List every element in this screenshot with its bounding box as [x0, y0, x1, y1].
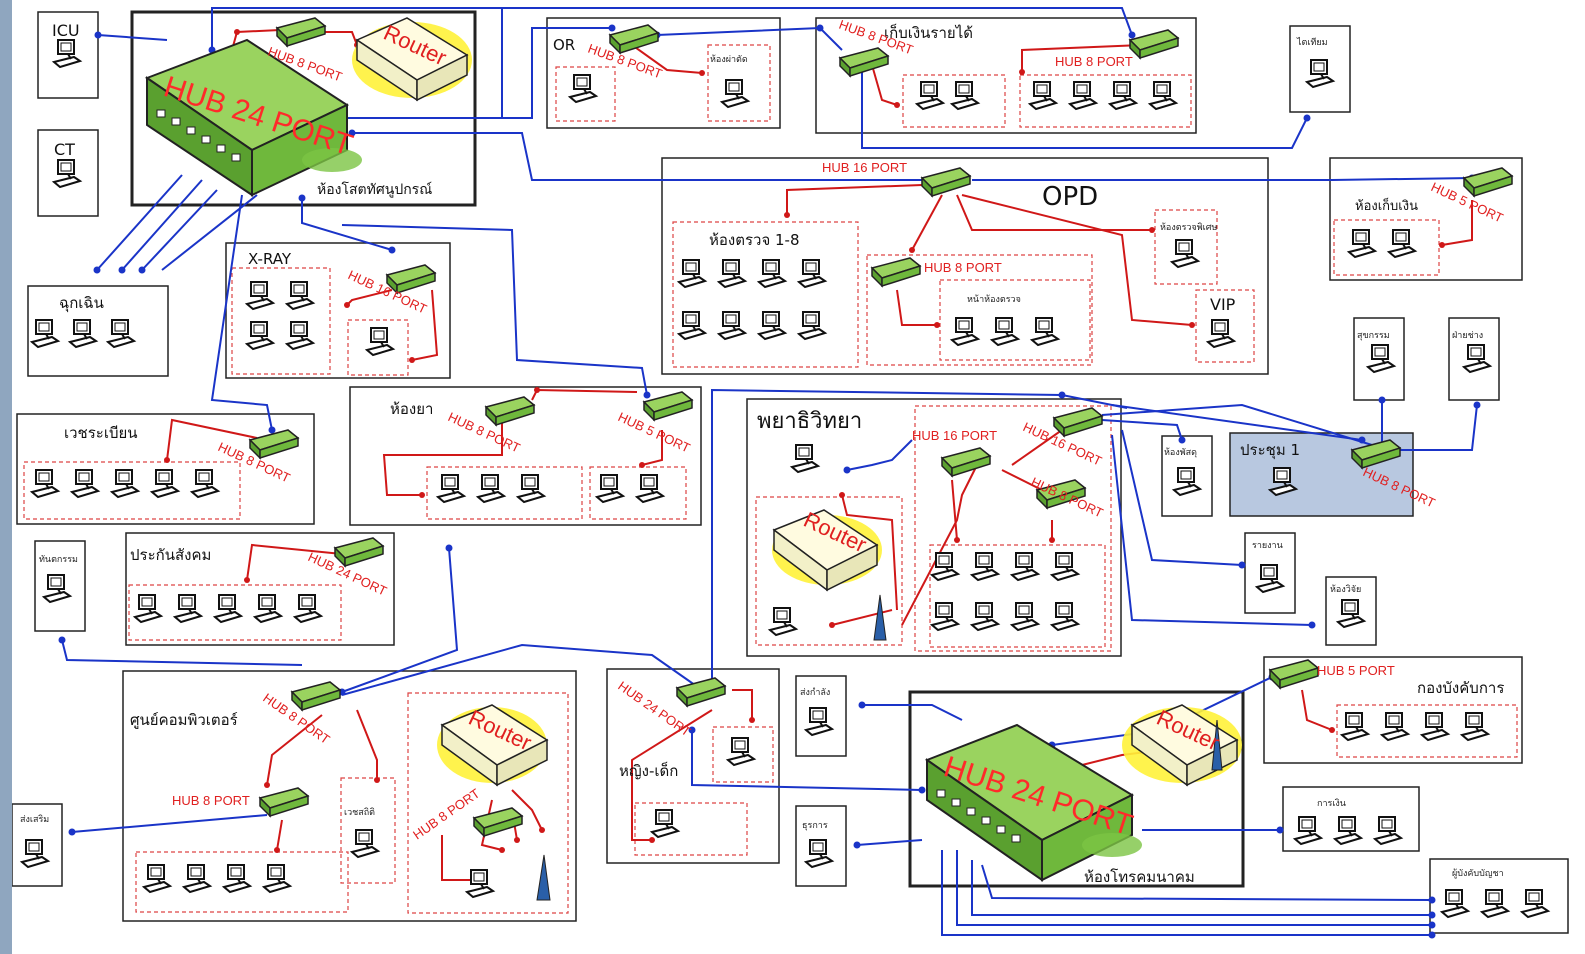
label-social-security: ประกันสังคม [130, 546, 211, 564]
label-supply: ห้องพัสดุ [1164, 447, 1197, 458]
label-er: ฉุกเฉิน [59, 294, 104, 313]
label-exam-rooms: ห้องตรวจ 1-8 [709, 231, 800, 249]
label-meeting1: ประชุม 1 [1240, 441, 1300, 460]
router-telecom [1122, 704, 1242, 787]
label-dialysis: ไตเทียม [1296, 37, 1328, 48]
hub-label-18: HUB 8 PORT [172, 793, 250, 808]
room-labels: ICU CT ห้องโสตทัศนูปกรณ์ OR ห้องผ่าตัด เ… [20, 21, 1504, 886]
label-finance: สุขกรรม [1357, 331, 1390, 341]
blue-links [61, 7, 1478, 936]
router-top-left [352, 17, 472, 102]
label-command: กองบังคับการ [1417, 679, 1504, 697]
label-cashier: ห้องเก็บเงิน [1355, 196, 1418, 214]
label-money: การเงิน [1317, 798, 1346, 809]
label-admin-power: ส่งกำลัง [800, 687, 830, 698]
label-before-exam: หน้าห้องตรวจ [967, 294, 1021, 305]
blue-dots [58, 24, 1481, 939]
label-nursing: เวชสถิติ [344, 807, 375, 818]
label-telecom-room: ห้องโทรคมนาคม [1084, 868, 1195, 886]
label-commander: ผู้บังคับบัญชา [1452, 868, 1504, 879]
label-general: ธุรการ [802, 821, 828, 831]
dashed-areas [23, 44, 1518, 914]
label-special-clinic: ห้องตรวจพิเศษ [1160, 222, 1217, 233]
label-research: ห้องวิจัย [1330, 584, 1361, 595]
label-medical-records: เวชระเบียน [64, 424, 138, 442]
network-diagram: HUB 24 PORT Router HUB 24 PORT Router [12, 7, 1569, 939]
label-xray-center: รายงาน [1252, 541, 1283, 551]
label-ct: CT [54, 140, 75, 159]
label-opd: OPD [1042, 182, 1098, 212]
label-mother-child: หญิง-เด็ก [619, 761, 678, 780]
hub-label-6: HUB 8 PORT [924, 260, 1002, 275]
small-hubs [249, 17, 1513, 837]
label-server-room: ห้องโสตทัศนูปกรณ์ [317, 181, 432, 198]
router-pathology [772, 509, 887, 641]
label-computer-center: ศูนย์คอมพิวเตอร์ [130, 711, 238, 729]
label-health-promo: ส่งเสริม [20, 814, 49, 825]
network-diagram-canvas: HUB 24 PORT Router HUB 24 PORT Router [12, 0, 1585, 954]
hub-label-4: HUB 8 PORT [1055, 54, 1133, 69]
telecom-hub-24-port [924, 723, 1142, 882]
label-pathology: พยาธิวิทยา [757, 409, 862, 434]
hub-label-19: HUB 8 PORT [410, 786, 482, 843]
hub-label-12: HUB 16 PORT [912, 428, 997, 443]
label-xray: X-RAY [248, 250, 292, 268]
label-maintenance: ฝ่ายช่าง [1452, 331, 1483, 341]
hub-label-21: HUB 5 PORT [1317, 663, 1395, 678]
label-pharmacy: ห้องยา [390, 400, 433, 418]
main-hub-24-port [144, 38, 362, 197]
label-dental: ทันตกรรม [39, 555, 78, 565]
router-computer-center [437, 704, 551, 901]
label-or: OR [553, 36, 575, 54]
label-revenue: เก็บเงินรายได้ [884, 23, 973, 42]
label-vip: VIP [1210, 295, 1236, 314]
hub-label-5: HUB 16 PORT [822, 160, 907, 175]
label-icu: ICU [52, 21, 80, 40]
label-surgery-room: ห้องผ่าตัด [710, 54, 748, 65]
